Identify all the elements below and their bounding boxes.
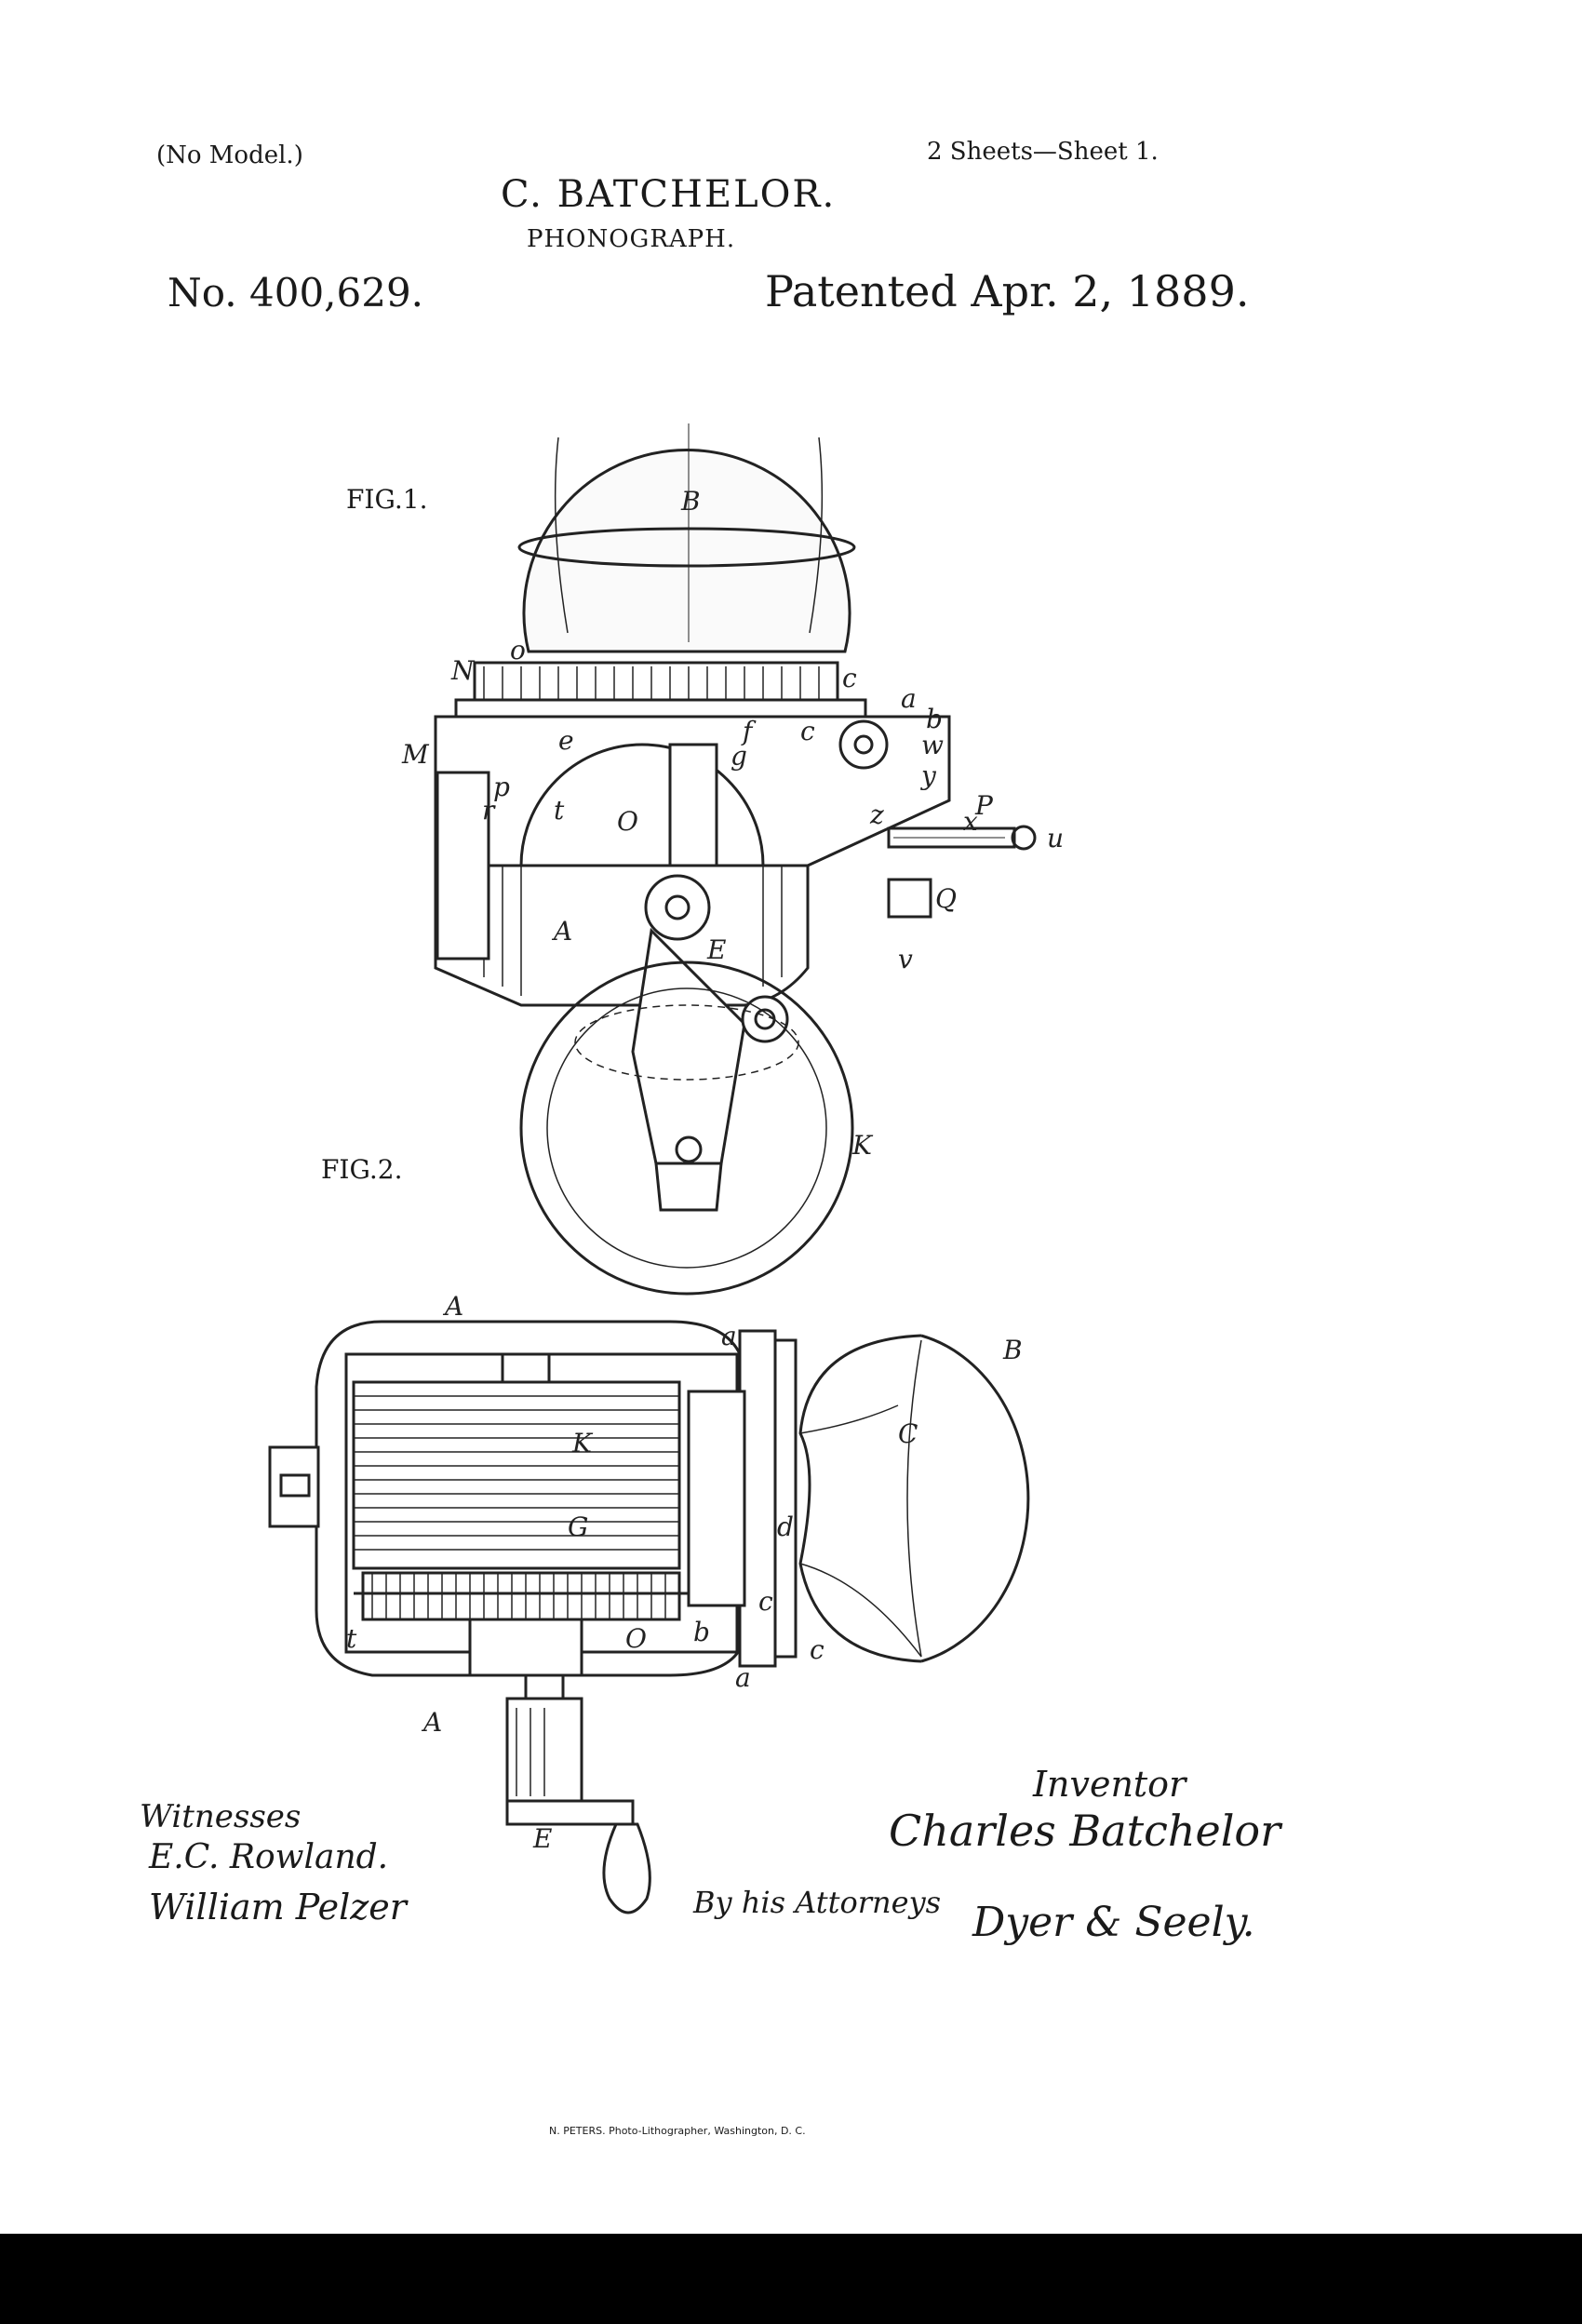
svg-text:O: O xyxy=(625,1623,647,1654)
svg-text:g: g xyxy=(731,741,747,772)
svg-text:u: u xyxy=(1047,823,1064,853)
witnesses-label: Witnesses xyxy=(140,1798,302,1835)
svg-text:c: c xyxy=(810,1634,825,1665)
svg-text:M: M xyxy=(401,739,430,770)
svg-text:r: r xyxy=(482,795,496,826)
svg-text:a: a xyxy=(735,1662,751,1693)
svg-text:E: E xyxy=(706,934,726,965)
svg-text:P: P xyxy=(974,790,994,821)
svg-text:B: B xyxy=(1002,1335,1023,1365)
svg-text:t: t xyxy=(346,1623,357,1654)
figure-1-drawing: B N o c a b w e c f g M p r t O y P z x … xyxy=(401,423,1064,1296)
inventor-signature: Charles Batchelor xyxy=(889,1806,1281,1856)
svg-text:Q: Q xyxy=(935,883,957,914)
figure-2-drawing: A a B C K G d c b O t a c A E xyxy=(268,1291,1030,1914)
svg-text:A: A xyxy=(421,1707,442,1738)
patent-date: Patented Apr. 2, 1889. xyxy=(765,266,1250,316)
svg-text:y: y xyxy=(919,760,937,791)
svg-text:N: N xyxy=(450,655,476,686)
witness-2-signature: William Pelzer xyxy=(149,1887,407,1928)
svg-text:E: E xyxy=(532,1823,552,1854)
fig1-sphere-B xyxy=(517,423,856,653)
svg-text:x: x xyxy=(963,806,978,837)
svg-text:K: K xyxy=(571,1428,594,1458)
svg-text:e: e xyxy=(558,725,574,756)
svg-text:O: O xyxy=(617,806,638,837)
svg-text:b: b xyxy=(926,704,943,734)
svg-text:d: d xyxy=(777,1511,794,1542)
svg-text:t: t xyxy=(554,795,565,826)
svg-text:C: C xyxy=(898,1418,918,1449)
lithographer-credit: N. PETERS. Photo-Lithographer, Washingto… xyxy=(549,2125,806,2137)
svg-text:A: A xyxy=(551,916,572,947)
svg-text:A: A xyxy=(442,1291,463,1322)
svg-text:c: c xyxy=(758,1586,773,1617)
svg-text:c: c xyxy=(842,663,857,693)
svg-text:p: p xyxy=(493,772,510,802)
svg-text:B: B xyxy=(680,486,701,517)
inventor-label: Inventor xyxy=(1033,1764,1186,1805)
model-note: (No Model.) xyxy=(156,141,303,169)
witness-1-signature: E.C. Rowland. xyxy=(149,1838,389,1876)
attorney-line: By his Attorneys xyxy=(693,1885,942,1920)
svg-text:a: a xyxy=(901,683,917,714)
fig2-label: FIG.2. xyxy=(321,1154,403,1185)
svg-text:K: K xyxy=(851,1130,874,1161)
svg-text:v: v xyxy=(898,944,913,974)
attorney-signature: Dyer & Seely. xyxy=(972,1899,1255,1946)
svg-text:w: w xyxy=(921,730,944,760)
sheet-count: 2 Sheets—Sheet 1. xyxy=(927,138,1159,166)
scan-border xyxy=(0,2234,1582,2324)
svg-text:o: o xyxy=(510,635,526,665)
inventor-name-heading: C. BATCHELOR. xyxy=(501,173,837,216)
patent-number: No. 400,629. xyxy=(168,270,424,316)
svg-text:b: b xyxy=(693,1617,710,1647)
svg-text:a: a xyxy=(721,1321,737,1351)
patent-title: PHONOGRAPH. xyxy=(527,225,736,253)
fig1-label: FIG.1. xyxy=(346,484,428,515)
right-margin xyxy=(1391,0,1582,2234)
svg-text:c: c xyxy=(800,716,815,746)
svg-text:G: G xyxy=(568,1511,588,1542)
svg-text:z: z xyxy=(869,799,884,830)
